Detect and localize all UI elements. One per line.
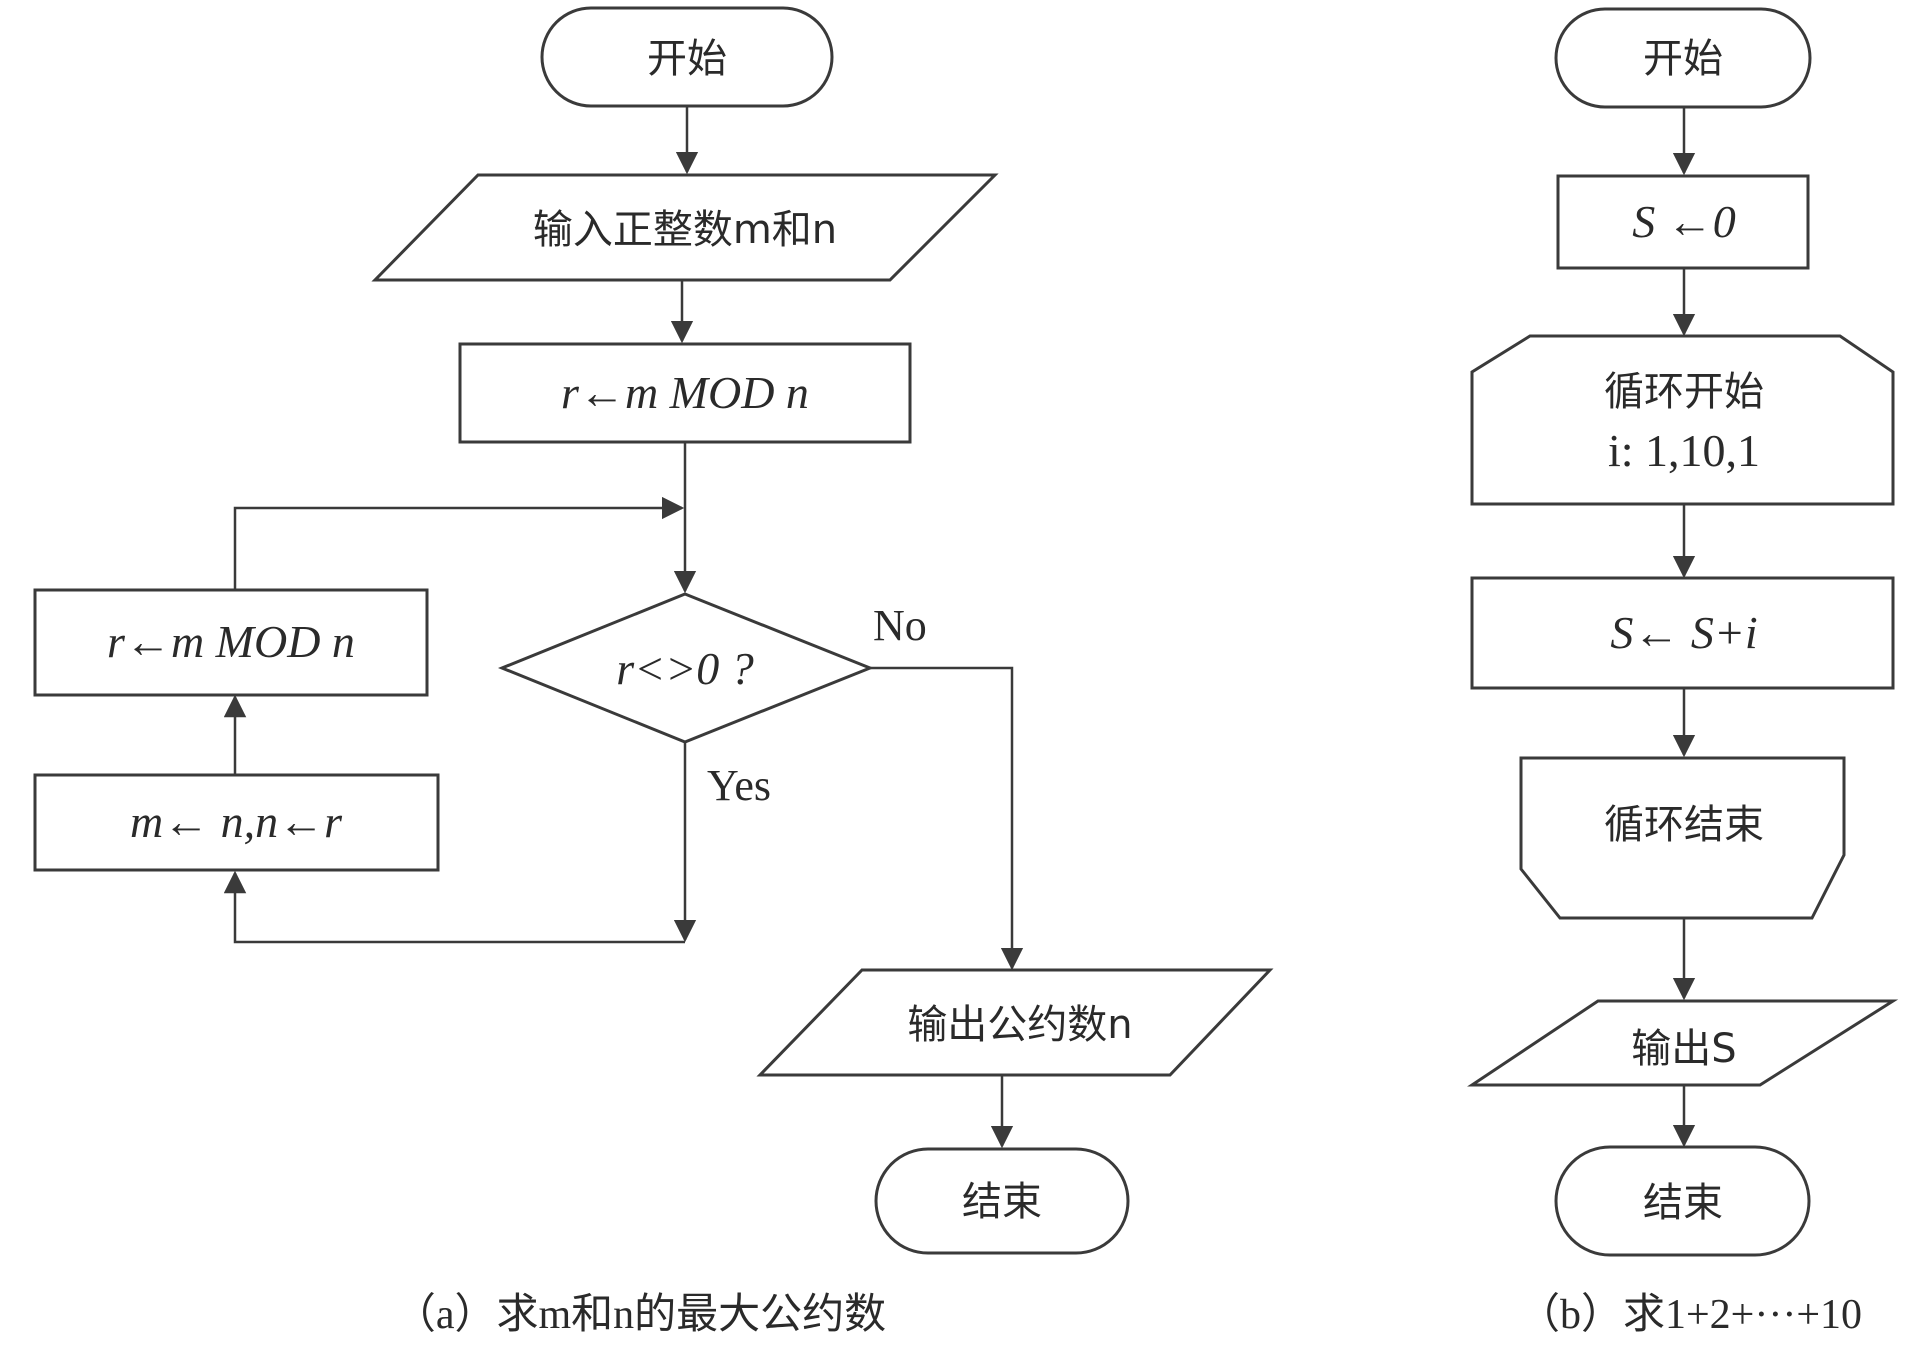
loop-end-label: 循环结束 (1604, 802, 1764, 848)
output-node: 输出公约数n (756, 968, 1274, 1077)
assign-label: m← n,n←r (130, 796, 343, 847)
flowchart-gcd: 开始 输入正整数m和n r←m MOD n r<>0 ? No Yes (33, 6, 1274, 1338)
flowchart-sum: 开始 S ←0 循环开始 i: 1,10,1 S← S+i 循环结束 输出S (1467, 7, 1899, 1338)
caption-b: （b）求1+2+···+10 (1518, 1292, 1862, 1338)
loop-mod-label: r←m MOD n (107, 616, 355, 667)
no-label: No (873, 601, 927, 650)
yes-label: Yes (707, 761, 771, 810)
arrow-yes-to-assign (223, 870, 685, 944)
loop-start-node: 循环开始 i: 1,10,1 (1470, 334, 1895, 506)
start-terminal-b: 开始 (1554, 7, 1812, 109)
arrow-no-to-output (870, 666, 1024, 971)
init-process: S ←0 (1556, 174, 1810, 270)
init-label: S ←0 (1632, 196, 1736, 247)
decision-node: r<>0 ? (497, 592, 875, 744)
body-process: S← S+i (1470, 576, 1895, 690)
arrow-loop-back (233, 496, 685, 590)
assign-process: m← n,n←r (33, 773, 440, 872)
start-label-b: 开始 (1643, 36, 1723, 82)
output-label-b: 输出S (1631, 1026, 1736, 1072)
loop-start-range: i: 1,10,1 (1608, 425, 1760, 476)
decision-label: r<>0 ? (616, 643, 753, 694)
end-terminal: 结束 (874, 1147, 1130, 1255)
end-label: 结束 (962, 1179, 1042, 1225)
input-label: 输入正整数m和n (533, 207, 837, 253)
end-terminal-b: 结束 (1554, 1145, 1811, 1257)
caption-a: （a）求m和n的最大公约数 (394, 1292, 886, 1338)
start-label: 开始 (647, 36, 727, 82)
input-node: 输入正整数m和n (371, 173, 999, 282)
body-label: S← S+i (1610, 607, 1757, 658)
loop-mod-process: r←m MOD n (33, 588, 429, 697)
output-label: 输出公约数n (907, 1002, 1132, 1048)
output-node-b: 输出S (1467, 999, 1899, 1087)
loop-start-title: 循环开始 (1604, 369, 1764, 415)
mod-label: r←m MOD n (561, 367, 809, 418)
loop-end-node: 循环结束 (1519, 756, 1846, 920)
start-terminal: 开始 (540, 6, 834, 108)
mod-process: r←m MOD n (458, 342, 912, 444)
end-label-b: 结束 (1643, 1180, 1723, 1226)
